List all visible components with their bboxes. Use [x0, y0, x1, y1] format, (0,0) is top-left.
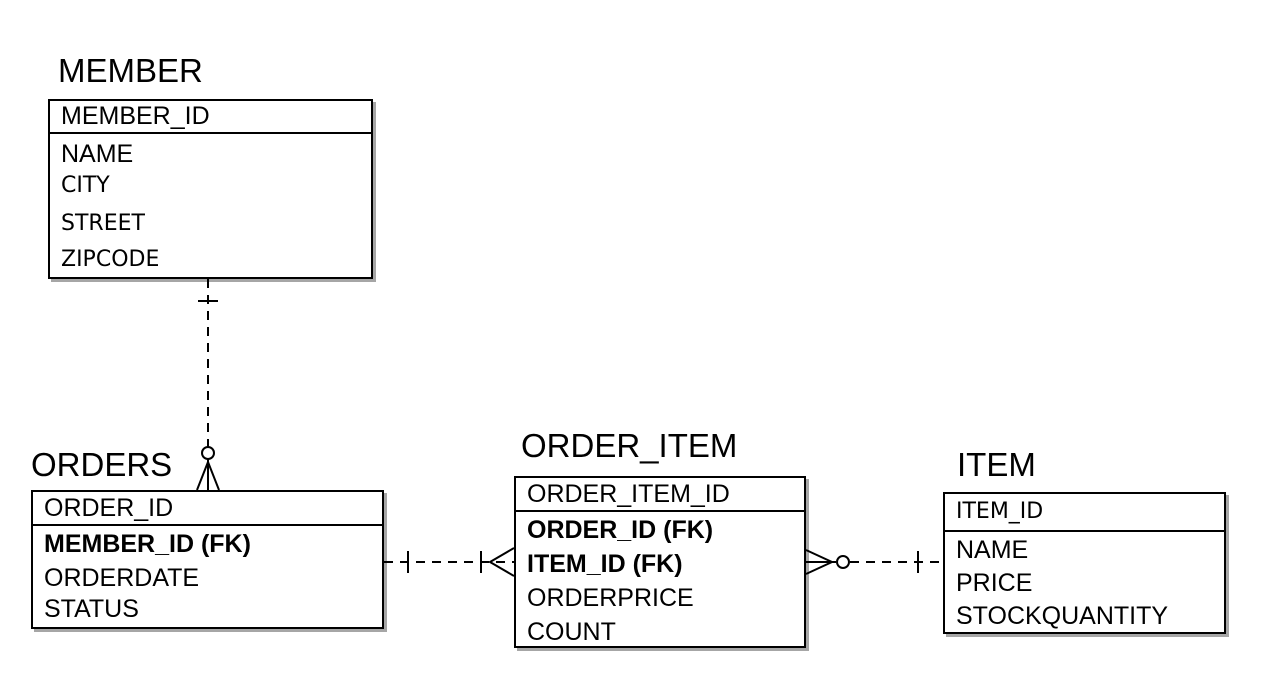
member-title: MEMBER [58, 52, 203, 89]
orders-zero-circle [201, 446, 215, 460]
item-attr-name: NAME [956, 536, 1029, 564]
order-item-title: ORDER_ITEM [521, 427, 738, 464]
item-attr-stockquantity: STOCKQUANTITY [956, 602, 1169, 630]
order-item-attr-count: COUNT [527, 618, 616, 646]
order-item-attr-item-id-fk: ITEM_ID (FK) [527, 550, 683, 578]
orders-pk: ORDER_ID [33, 492, 382, 526]
item-title: ITEM [957, 446, 1036, 483]
item-attr-price: PRICE [956, 569, 1033, 597]
orders-attr-orderdate: ORDERDATE [44, 564, 200, 592]
member-attr-street: STREET [61, 211, 145, 236]
order-item-entity: ORDER_ITEM_ID ORDER_ID (FK) ITEM_ID (FK)… [514, 476, 806, 648]
orders-entity: ORDER_ID MEMBER_ID (FK) ORDERDATE STATUS [31, 490, 384, 629]
order-item-attr-orderprice: ORDERPRICE [527, 584, 694, 612]
item-entity: ITEM_ID NAME PRICE STOCKQUANTITY [943, 492, 1226, 634]
orders-title: ORDERS [31, 446, 173, 483]
orderitem-many-crowfoot [488, 547, 515, 577]
order-item-pk: ORDER_ITEM_ID [516, 478, 804, 512]
item-pk: ITEM_ID [945, 494, 1224, 532]
member-attr-zipcode: ZIPCODE [61, 247, 160, 272]
member-pk: MEMBER_ID [50, 101, 371, 134]
orders-attr-member-id-fk: MEMBER_ID (FK) [44, 530, 251, 558]
member-attr-city: CITY [61, 173, 110, 198]
member-entity: MEMBER_ID NAME CITY STREET ZIPCODE [48, 99, 373, 279]
order-item-attr-order-id-fk: ORDER_ID (FK) [527, 516, 714, 544]
orders-attr-status: STATUS [44, 595, 139, 623]
orderitem-zero-circle [836, 555, 850, 569]
member-attr-name: NAME [61, 140, 134, 168]
